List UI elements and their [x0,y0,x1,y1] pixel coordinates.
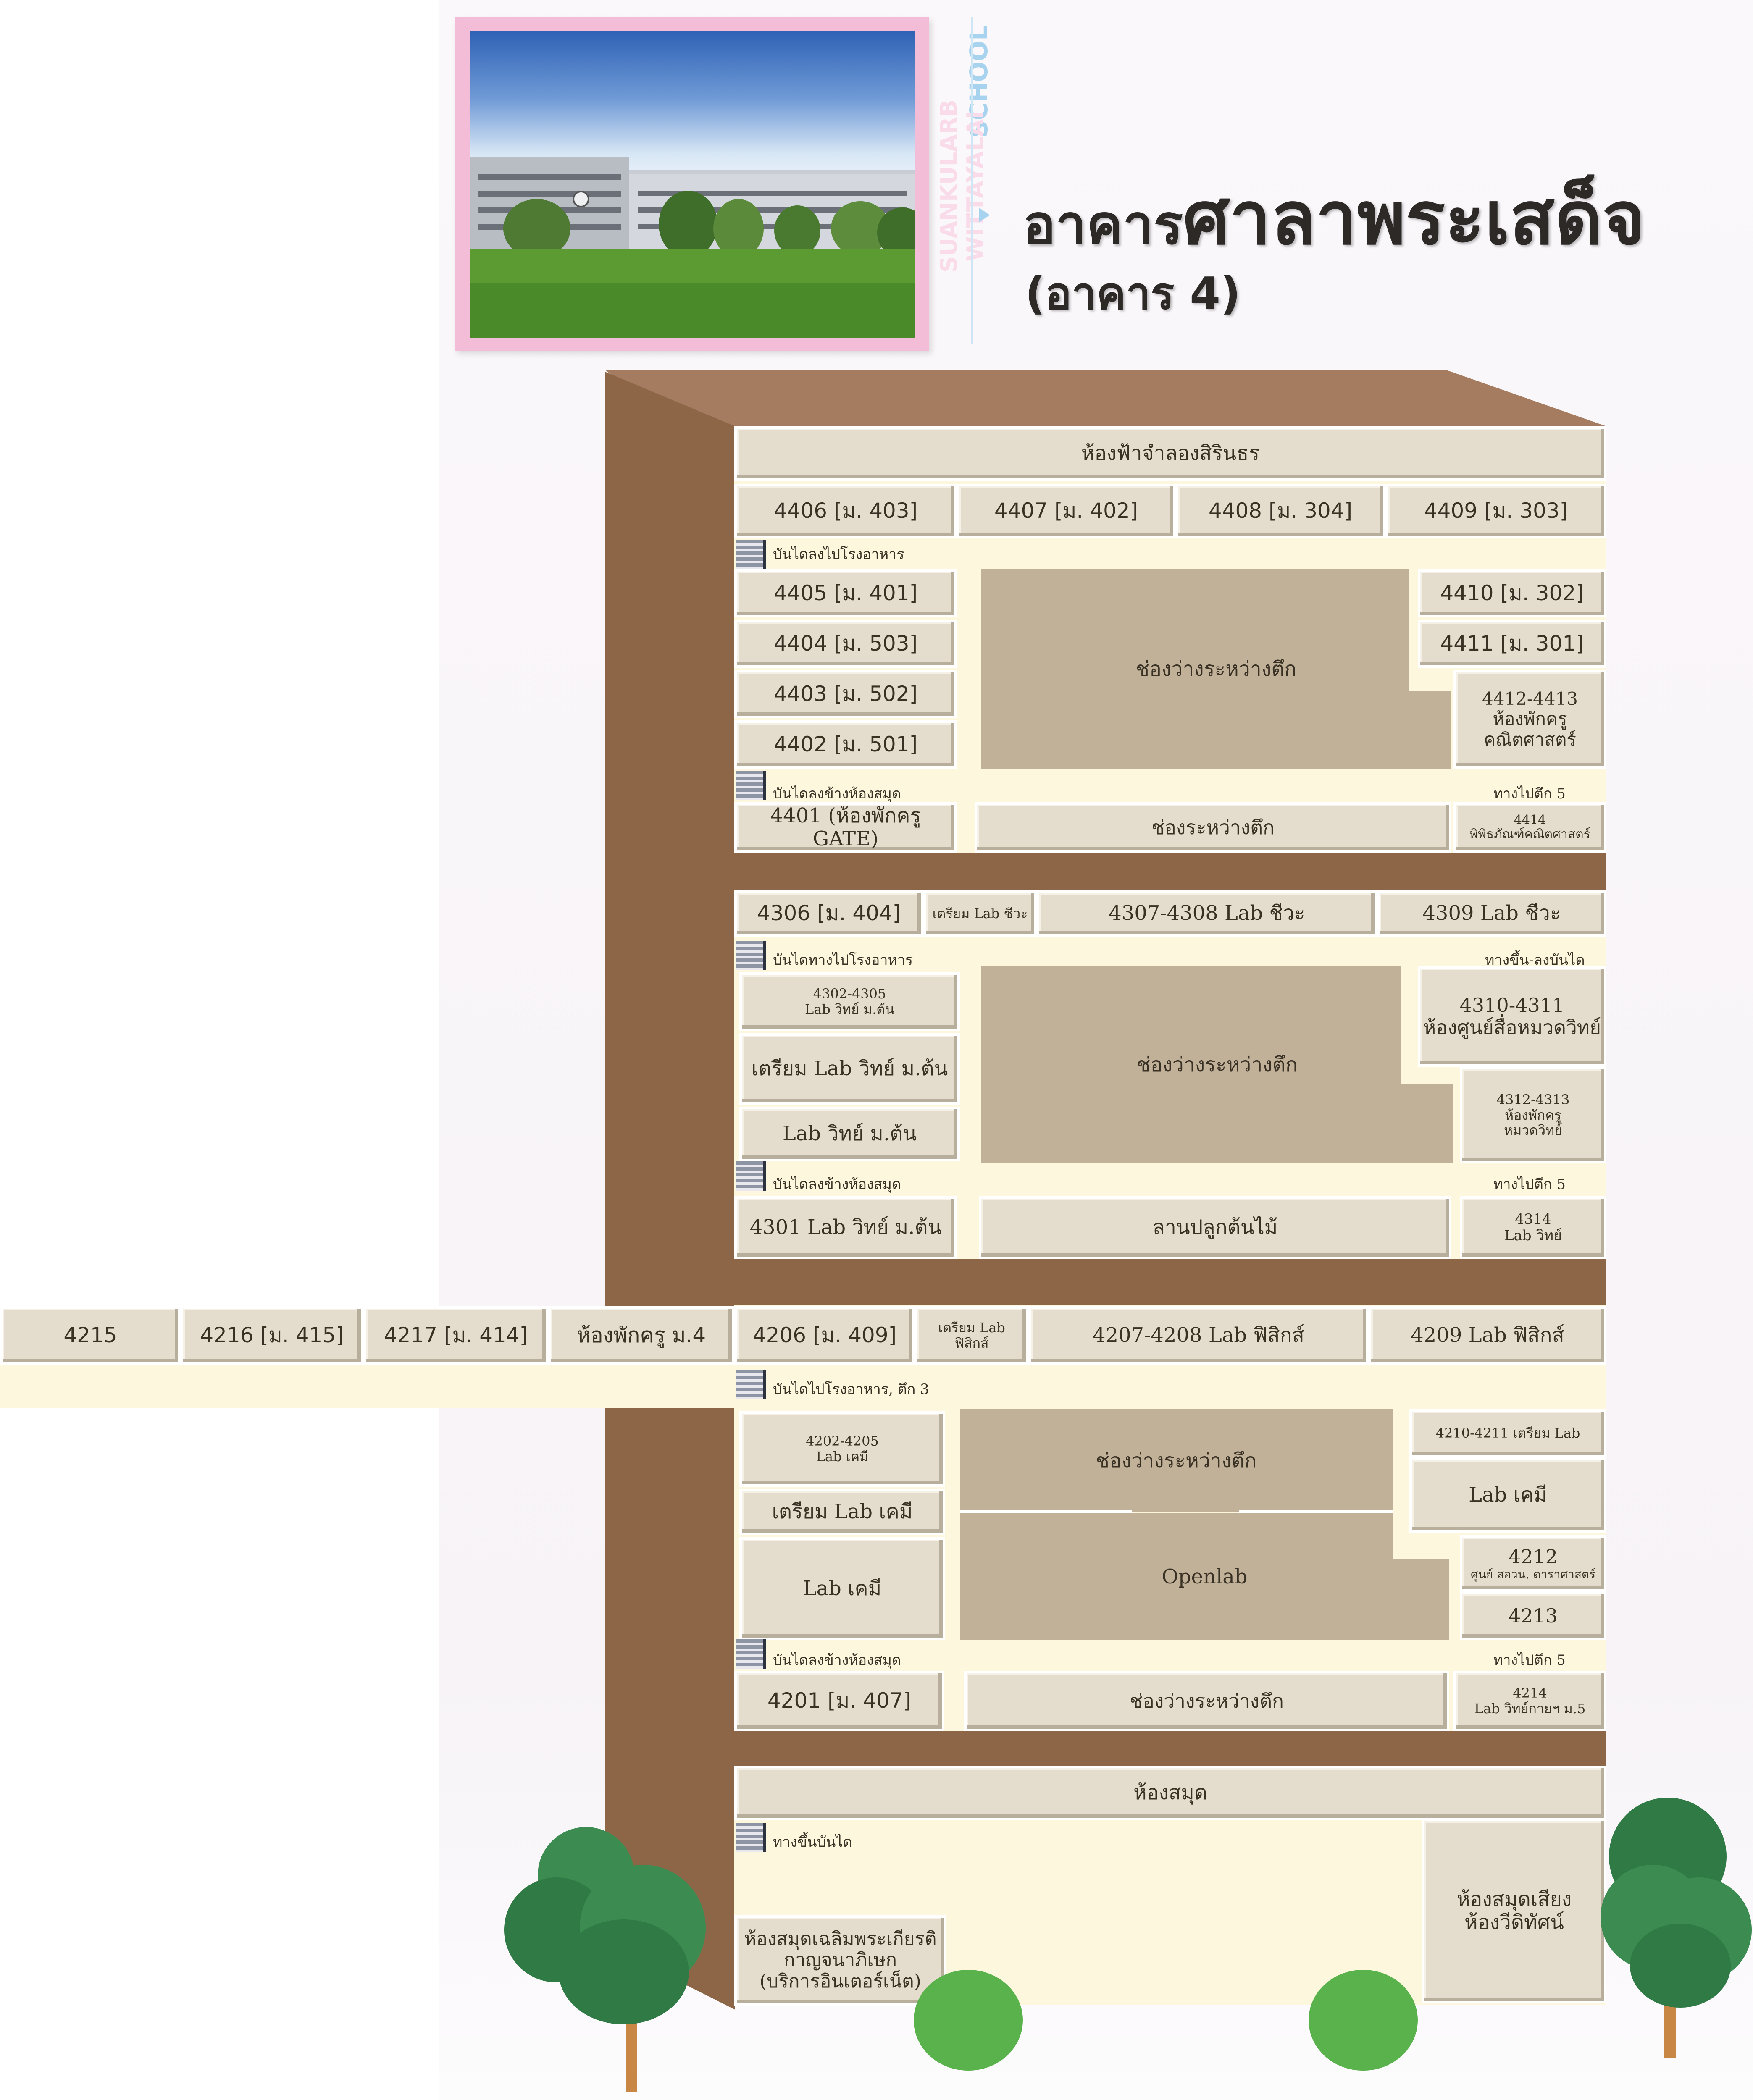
science-lab-prep[interactable]: เตรียม Lab วิทย์ ม.ต้น [739,1033,960,1105]
room-4217[interactable]: 4217 [ม. 414] [363,1306,548,1365]
room-4215[interactable]: 4215 [0,1306,181,1365]
room-4408[interactable]: 4408 [ม. 304] [1175,484,1385,538]
room-4401[interactable]: 4401 (ห้องพักครู GATE) [734,802,957,853]
stairs-up-label: ทางขึ้นบันได [773,1834,852,1851]
building-illustration [470,157,915,338]
room-4405[interactable]: 4405 [ม. 401] [734,569,957,617]
room-4403[interactable]: 4403 [ม. 502] [734,670,957,718]
gap-between-buildings: ช่องว่างระหว่างตึก [964,1671,1449,1731]
room-4302-4305[interactable]: 4302-4305 Lab วิทย์ ม.ต้น [739,972,960,1031]
chem-lab-right[interactable]: Lab เคมี [1409,1457,1606,1533]
room-4409[interactable]: 4409 [ม. 303] [1385,484,1606,538]
room-4207-4208[interactable]: 4207-4208 Lab ฟิสิกส์ [1028,1306,1369,1365]
room-4402[interactable]: 4402 [ม. 501] [734,720,957,769]
tree-garden: ลานปลูกต้นไม้ [979,1196,1451,1259]
school-name-label: SUANKULARB WITTAYALAI [936,100,988,273]
planetarium[interactable]: ห้องฟ้าจำลองสิรินธร [734,426,1606,481]
to-building5-label: ทางไปตึก 5 [1493,785,1566,802]
room-4201[interactable]: 4201 [ม. 407] [734,1671,944,1731]
bio-lab-prep[interactable]: เตรียม Lab ชีวะ [923,890,1037,937]
stair-label: บันไดลงข้างห้องสมุด [773,1176,901,1193]
room-4312-4313[interactable]: 4312-4313 ห้องพักครู หมวดวิทย์ [1460,1067,1606,1163]
room-4301[interactable]: 4301 Lab วิทย์ ม.ต้น [734,1196,957,1259]
room-4309[interactable]: 4309 Lab ชีวะ [1377,890,1606,937]
building-roof [605,370,1606,426]
floor-slab-2 [734,1731,1606,1766]
stair-label: บันไดทางไปโรงอาหาร [773,952,913,969]
stair-updown-label: ทางขึ้น-ลงบันได [1485,952,1585,969]
chem-lab-prep[interactable]: เตรียม Lab เคมี [739,1489,945,1535]
stair-label: บันไดลงไปโรงอาหาร [773,546,904,563]
room-4414[interactable]: 4414 พิพิธภัณฑ์คณิตศาสตร์ [1453,802,1606,853]
title-main: ศาลาพระเสด็จ [1183,176,1645,261]
room-4412-4413[interactable]: 4412-4413 ห้องพักครู คณิตศาสตร์ [1453,670,1606,769]
floor-slab-4 [734,853,1606,890]
room-4404[interactable]: 4404 [ม. 503] [734,620,957,668]
courtyard-void: ช่องว่างระหว่างตึก [981,966,1453,1163]
room-4212-number: 4212 [1508,1545,1558,1568]
room-4213[interactable]: 4213 [1460,1592,1606,1640]
room-4210-4211[interactable]: 4210-4211 เตรียม Lab [1409,1409,1606,1457]
science-lab[interactable]: Lab วิทย์ ม.ต้น [739,1107,960,1161]
stairs-icon [736,1823,766,1852]
title-prefix: อาคาร [1023,193,1183,257]
courtyard-void: ช่องว่างระหว่างตึก [981,569,1451,769]
arrow-right-icon [979,207,990,223]
stair-label: บันไดลงข้างห้องสมุด [773,1652,901,1669]
room-4214[interactable]: 4214 Lab วิทย์กายฯ ม.5 [1453,1671,1606,1731]
school-name-vertical: SCHOOL SUANKULARB WITTAYALAI [936,21,996,298]
gap-between-buildings: ช่องระหว่างตึก [975,802,1451,853]
room-4411[interactable]: 4411 [ม. 301] [1418,620,1606,668]
room-4306[interactable]: 4306 [ม. 404] [734,890,923,937]
chem-lab[interactable]: Lab เคมี [739,1537,945,1640]
floor-slab-3 [734,1259,1606,1305]
library[interactable]: ห้องสมุด [734,1766,1606,1820]
openlab[interactable]: Openlab [960,1513,1449,1640]
floor2-west-corridor [0,1365,734,1408]
void-divider-line [1239,1510,1393,1513]
room-4407[interactable]: 4407 [ม. 402] [957,484,1175,538]
room-4307-4308[interactable]: 4307-4308 Lab ชีวะ [1037,890,1377,937]
page-title: อาคารศาลาพระเสด็จ [1023,160,1645,276]
stairs-icon [736,540,766,569]
divider-line [971,17,973,344]
bush-icon [914,1970,1023,2071]
stair-label: บันไดไปโรงอาหาร, ตึก 3 [773,1381,929,1398]
bush-icon [1309,1970,1418,2071]
room-4406[interactable]: 4406 [ม. 403] [734,484,957,538]
building-photo-frame [455,17,929,351]
room-4202-4205[interactable]: 4202-4205 Lab เคมี [739,1411,945,1487]
page-subtitle: (อาคาร 4) [1025,268,1241,319]
stairs-icon [736,1639,766,1669]
stairs-icon [736,771,766,800]
tree-icon [1630,1924,1731,2008]
to-building5-label: ทางไปตึก 5 [1493,1652,1566,1669]
building-side-wall [605,372,735,2010]
room-4410[interactable]: 4410 [ม. 302] [1418,569,1606,617]
room-4209[interactable]: 4209 Lab ฟิสิกส์ [1369,1306,1606,1365]
stairs-icon [736,1161,766,1191]
stairs-icon [736,941,766,970]
building-photo [470,31,915,338]
av-room[interactable]: ห้องสมุดเสียง ห้องวีดิทัศน์ [1422,1819,1606,2003]
stairs-icon [736,1370,766,1399]
room-4310-4311[interactable]: 4310-4311 ห้องศูนย์สื่อหมวดวิทย์ [1418,966,1606,1067]
room-4216[interactable]: 4216 [ม. 415] [181,1306,363,1365]
jubilee-library[interactable]: ห้องสมุดเฉลิมพระเกียรติ กาญจนาภิเษก (บริ… [734,1915,946,2006]
teacher-room-m4[interactable]: ห้องพักครู ม.4 [548,1306,734,1365]
room-4212-desc: ศูนย์ สอวน. ดาราศาสตร์ [1470,1567,1596,1581]
room-4212[interactable]: 4212 ศูนย์ สอวน. ดาราศาสตร์ [1460,1535,1606,1592]
stair-label: บันไดลงข้างห้องสมุด [773,785,901,802]
room-4314[interactable]: 4314 Lab วิทย์ [1460,1196,1606,1259]
courtyard-void: ช่องว่างระหว่างตึก [960,1409,1393,1512]
tree-icon [559,1919,689,2024]
to-building5-label: ทางไปตึก 5 [1493,1176,1566,1193]
room-4206[interactable]: 4206 [ม. 409] [734,1306,915,1365]
physics-lab-prep[interactable]: เตรียม Lab ฟิสิกส์ [915,1306,1028,1365]
void-divider-line [960,1510,1132,1513]
